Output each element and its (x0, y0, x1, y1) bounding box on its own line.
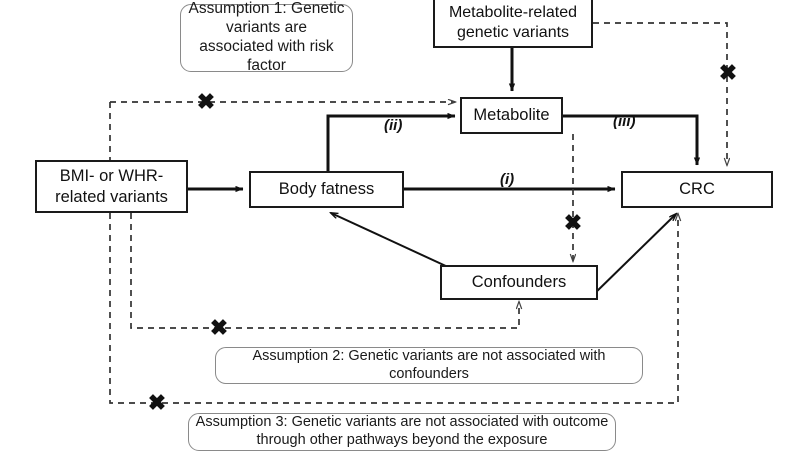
x-mark-variants-to-crc-icon: ✖ (147, 390, 167, 415)
x-mark-metabolite-to-confounders-icon: ✖ (563, 210, 583, 235)
bmi-whr-variants-label: BMI- or WHR-related variants (55, 167, 168, 206)
assumption-1-box: Assumption 1: Genetic variants are assoc… (180, 0, 353, 74)
confounders-box: Confounders (440, 265, 598, 300)
metabolite-variants-box: Metabolite-related genetic variants (433, 0, 593, 48)
edge-label-path-iii: (iii) (613, 113, 636, 130)
crc-label: CRC (679, 180, 715, 199)
edge-label-path-i: (i) (500, 171, 515, 188)
assumption-3-box: Assumption 3: Genetic variants are not a… (188, 413, 616, 451)
metabolite-variants-label: Metabolite-related genetic variants (448, 4, 578, 41)
x-mark-variants-to-confounders-icon: ✖ (209, 315, 229, 340)
dashed-metvariants-to-crc (593, 22, 727, 165)
assumption-2-label: Assumption 2: Genetic variants are not a… (252, 347, 606, 382)
confounders-label: Confounders (471, 273, 567, 292)
x-mark-metvariants-to-crc-icon: ✖ (718, 60, 738, 85)
assumption-1-label: Assumption 1: Genetic variants are assoc… (188, 0, 345, 74)
crc-box: CRC (621, 171, 773, 208)
metabolite-label: Metabolite (473, 106, 550, 125)
arrow-confounders-to-crc (591, 214, 676, 297)
body-fatness-box: Body fatness (249, 171, 404, 208)
assumption-3-label: Assumption 3: Genetic variants are not a… (195, 414, 609, 448)
bmi-whr-variants-box: BMI- or WHR-related variants (35, 160, 188, 213)
dashed-bmivariants-to-crc (109, 213, 678, 404)
x-mark-variants-to-metabolite-icon: ✖ (196, 89, 216, 114)
dashed-bmivariants-to-confounders (130, 213, 519, 329)
arrow-metabolite-to-crc (563, 114, 701, 166)
arrow-confounders-to-bodyfatness (331, 213, 449, 268)
arrow-bodyfatness-to-metabolite (326, 112, 456, 171)
edge-label-path-ii: (ii) (384, 117, 403, 134)
assumption-2-box: Assumption 2: Genetic variants are not a… (215, 347, 643, 384)
body-fatness-label: Body fatness (278, 180, 375, 199)
metabolite-box: Metabolite (460, 97, 563, 134)
